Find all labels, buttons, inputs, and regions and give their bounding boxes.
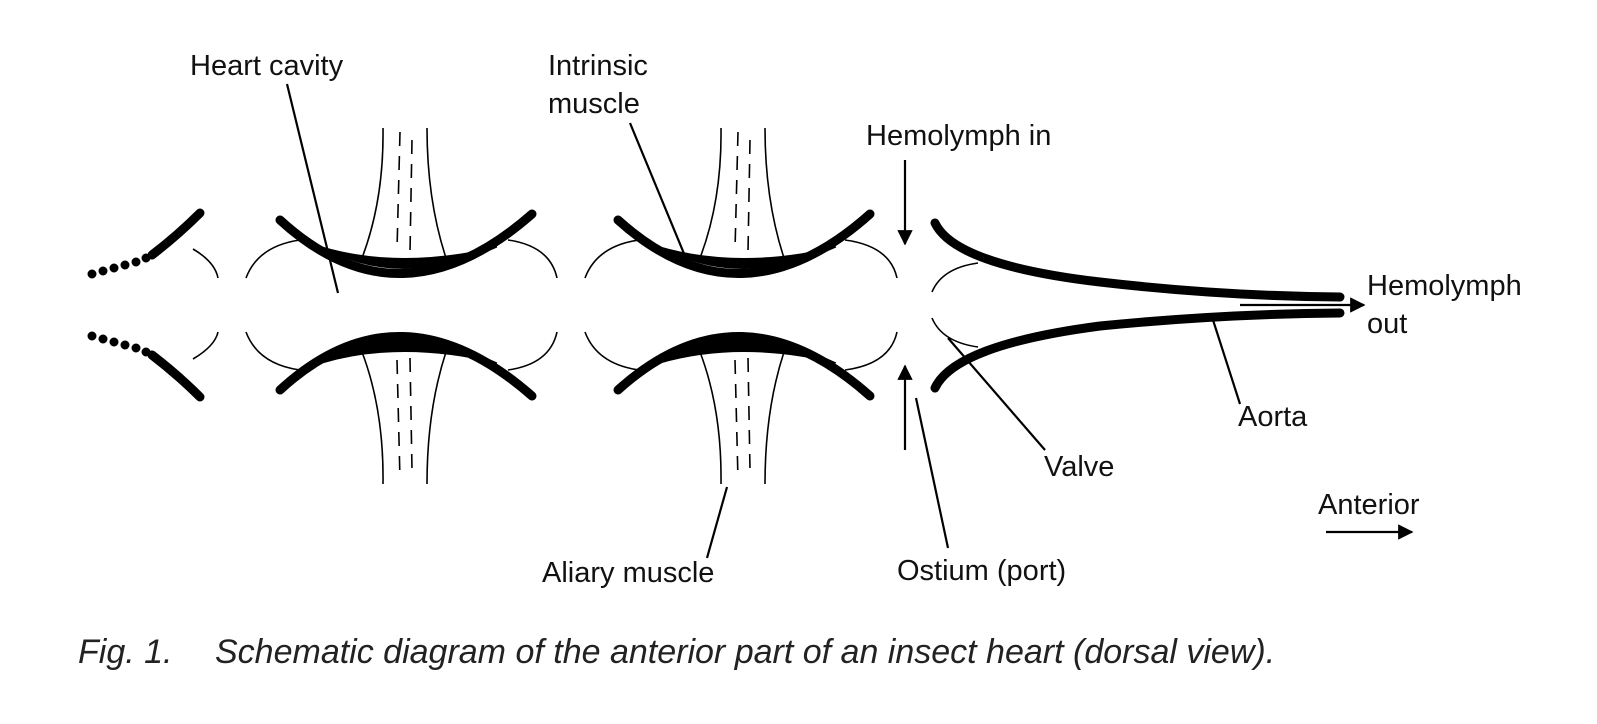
hemolymph-in-label: Hemolymph in <box>866 120 1051 152</box>
heart-segment-1 <box>245 127 558 485</box>
aorta <box>930 218 1345 393</box>
aorta-label: Aorta <box>1238 401 1308 433</box>
aliary-muscle-label: Aliary muscle <box>542 557 714 589</box>
aliary-muscle-leader <box>705 486 729 559</box>
ostium-label: Ostium (port) <box>897 555 1066 587</box>
aorta-leader <box>1211 319 1242 405</box>
hemolymph-out-label-line1: Hemolymph <box>1367 270 1522 302</box>
heart-cavity-label: Heart cavity <box>190 50 344 82</box>
ostium-leader <box>914 397 950 549</box>
figure-caption: Schematic diagram of the anterior part o… <box>215 633 1275 671</box>
heart-cavity-leader <box>285 83 340 294</box>
anterior-label: Anterior <box>1318 489 1420 521</box>
valve-label: Valve <box>1044 451 1114 483</box>
intrinsic-muscle-label-line1: Intrinsic <box>548 50 648 82</box>
valve-leader <box>947 337 1046 451</box>
intrinsic-muscle-leader <box>628 122 687 257</box>
figure-number: Fig. 1. <box>78 633 172 671</box>
hemolymph-out-label-line2: out <box>1367 308 1407 340</box>
heart-segment-2 <box>584 127 898 485</box>
intrinsic-muscle-label-line2: muscle <box>548 88 640 120</box>
posterior-continuation <box>87 208 219 402</box>
